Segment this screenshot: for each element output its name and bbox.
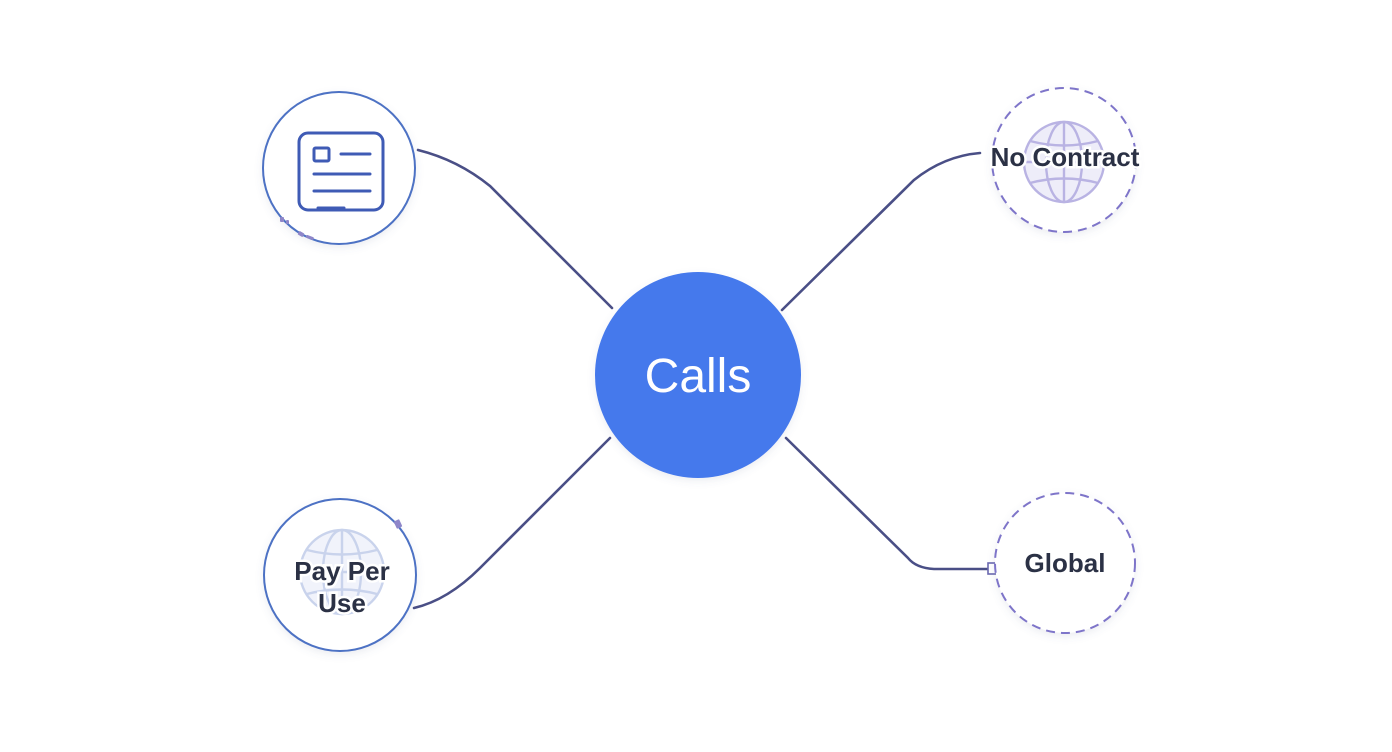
node-label-global: Global	[1025, 548, 1106, 578]
node-ring-dashed	[994, 492, 1136, 634]
connector-bottom-right	[784, 436, 992, 571]
globe-icon	[1022, 120, 1106, 204]
connector-top-right	[780, 151, 982, 312]
node-bottom-right[interactable]: Global	[994, 492, 1136, 634]
node-label-use: Use	[318, 588, 366, 618]
document-card-icon	[297, 131, 385, 212]
center-node[interactable]: Calls	[595, 272, 801, 478]
center-circle	[595, 272, 801, 478]
center-label: Calls	[645, 350, 752, 403]
sparkle-marks	[280, 217, 314, 240]
node-label-pay-per: Pay Per	[294, 556, 389, 586]
connector-bottom-left	[412, 436, 612, 610]
node-label-no-contract: No Contract	[991, 142, 1140, 172]
sparkle-mark	[393, 519, 403, 529]
connectors	[412, 148, 992, 610]
globe-icon	[298, 528, 386, 616]
node-ring-solid	[262, 91, 416, 245]
node-bottom-left[interactable]: Pay Per Use	[263, 498, 417, 652]
node-top-right[interactable]: No Contract	[988, 87, 1142, 233]
node-top-left[interactable]	[262, 91, 416, 245]
connector-top-left	[416, 148, 614, 310]
